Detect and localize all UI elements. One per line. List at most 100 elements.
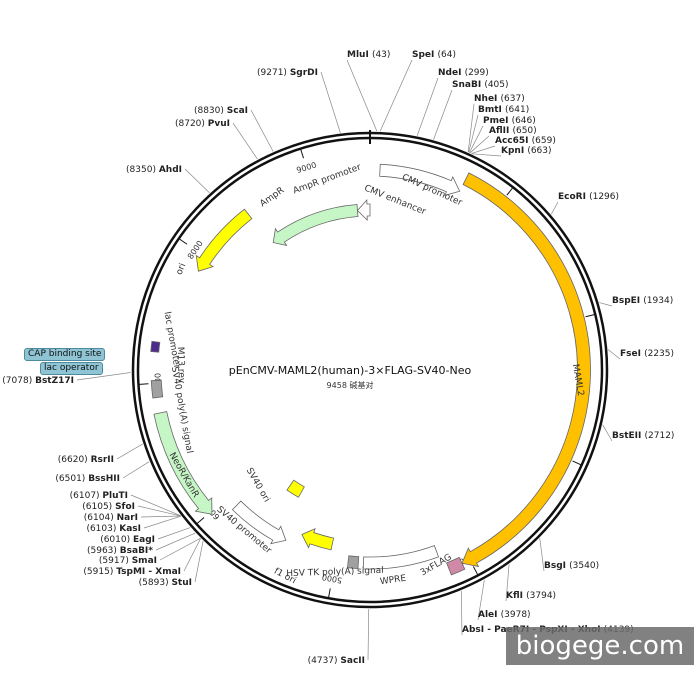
site-leader bbox=[607, 349, 621, 360]
plasmid-length: 9458 碱基对 bbox=[326, 381, 374, 390]
site-leader bbox=[539, 538, 545, 572]
feature-3xflag bbox=[446, 556, 466, 576]
tick-mark bbox=[196, 517, 205, 524]
site-leader bbox=[346, 59, 378, 132]
site-label: (5893) StuI bbox=[139, 578, 192, 588]
site-label: BsgI (3540) bbox=[544, 561, 599, 571]
site-label: MluI (43) bbox=[347, 50, 390, 60]
feature-label: AmpR bbox=[258, 186, 286, 210]
site-label: (6620) RsrII bbox=[58, 455, 114, 465]
site-leader bbox=[143, 515, 182, 529]
site-leader bbox=[155, 532, 196, 551]
site-label: (6103) KasI bbox=[86, 524, 141, 534]
feature-sv40-poly-a-signal bbox=[150, 379, 164, 399]
site-leader bbox=[367, 608, 370, 661]
tick-label: 5000 bbox=[321, 572, 343, 585]
site-leader bbox=[602, 424, 613, 442]
feature-wpre bbox=[362, 545, 440, 570]
site-leader bbox=[550, 201, 559, 215]
tick-mark bbox=[139, 383, 149, 385]
site-leader bbox=[159, 538, 201, 561]
site-label: FseI (2235) bbox=[620, 349, 674, 359]
feature-label: M13 rev bbox=[175, 347, 186, 384]
site-leader bbox=[471, 145, 496, 154]
tick-mark bbox=[585, 314, 595, 318]
site-label: BmtI (641) bbox=[478, 105, 529, 115]
site-label: (6501) BssHII bbox=[55, 474, 120, 484]
site-label: (8720) PvuI bbox=[175, 119, 230, 129]
site-leader bbox=[460, 590, 463, 636]
site-label: KpnI (663) bbox=[501, 146, 552, 156]
feature-m13-rev bbox=[150, 340, 161, 353]
feature-label: ori bbox=[175, 262, 189, 277]
tick-mark bbox=[472, 566, 478, 575]
tick-mark bbox=[328, 588, 331, 598]
site-label: AleI (3978) bbox=[478, 610, 531, 620]
feature-f1-ori bbox=[301, 528, 335, 551]
site-label: SnaBI (405) bbox=[452, 80, 509, 90]
site-leader bbox=[320, 71, 341, 133]
tag-cap-binding-site: CAP binding site bbox=[24, 348, 106, 361]
site-leader bbox=[477, 579, 485, 621]
site-leader bbox=[183, 538, 201, 572]
site-label: KflI (3794) bbox=[506, 591, 556, 601]
site-label: (9271) SgrDI bbox=[257, 68, 318, 78]
site-leader bbox=[232, 122, 258, 160]
site-leader bbox=[599, 302, 613, 307]
plasmid-name: pEnCMV-MAML2(human)-3×FLAG-SV40-Neo bbox=[228, 364, 472, 377]
site-leader bbox=[416, 77, 439, 136]
site-label: (6104) NarI bbox=[84, 513, 138, 523]
site-label: BspEI (1934) bbox=[612, 296, 673, 306]
site-label: (8830) ScaI bbox=[194, 106, 248, 116]
feature-sv40-promoter bbox=[231, 500, 287, 545]
feature-hsv-tk-poly-a-signal bbox=[346, 555, 360, 570]
tick-label: 9000 bbox=[295, 160, 317, 175]
site-leader bbox=[379, 59, 413, 132]
tick-mark bbox=[300, 149, 304, 159]
site-label: (5963) BsaBI* bbox=[87, 546, 153, 556]
feature-neor-kanr bbox=[153, 411, 213, 515]
feature-ori bbox=[195, 208, 253, 272]
feature-label: WPRE bbox=[379, 574, 407, 588]
site-leader bbox=[116, 443, 143, 460]
watermark-background bbox=[506, 627, 694, 665]
site-leader bbox=[137, 505, 181, 517]
site-leader bbox=[505, 564, 510, 602]
tick-mark bbox=[179, 238, 188, 245]
site-leader bbox=[250, 109, 274, 152]
tag-lac-operator: lac operator bbox=[40, 362, 103, 375]
site-label: (5915) TspMI - XmaI bbox=[83, 567, 181, 577]
feature-ampr bbox=[272, 204, 359, 246]
site-leader bbox=[122, 461, 150, 479]
site-label: Acc65I (659) bbox=[495, 136, 556, 146]
feature-sv40-ori bbox=[286, 479, 305, 498]
site-label: (5917) SmaI bbox=[99, 556, 157, 566]
site-leader bbox=[433, 89, 453, 140]
site-label: (6107) PluTI bbox=[70, 491, 128, 501]
site-leader bbox=[76, 372, 132, 381]
site-label: SpeI (64) bbox=[412, 50, 456, 60]
site-label: AflII (650) bbox=[489, 126, 537, 136]
site-label: NdeI (299) bbox=[438, 68, 489, 78]
site-leader bbox=[130, 494, 181, 516]
site-label: (8350) AhdI bbox=[126, 165, 182, 175]
site-leader bbox=[468, 114, 479, 153]
tick-mark bbox=[506, 187, 513, 196]
site-leader bbox=[467, 103, 475, 153]
site-label: (7078) BstZ17I bbox=[2, 376, 74, 386]
site-label: (6010) EagI bbox=[100, 535, 155, 545]
site-label: (6105) SfoI bbox=[82, 502, 135, 512]
site-label: NheI (637) bbox=[474, 94, 525, 104]
site-label: PmeI (646) bbox=[483, 116, 536, 126]
feature-cmv-enhancer bbox=[379, 163, 461, 196]
site-leader bbox=[469, 125, 484, 153]
feature-label: lac promoter bbox=[162, 311, 182, 370]
site-leader bbox=[194, 540, 204, 583]
feature-label: SV40 ori bbox=[244, 466, 272, 504]
site-label: (4737) SacII bbox=[308, 656, 365, 666]
site-leader bbox=[140, 515, 181, 518]
site-leader bbox=[184, 168, 210, 194]
site-label: BstEII (2712) bbox=[612, 431, 674, 441]
feature-ampr-promoter bbox=[356, 199, 371, 221]
site-label: EcoRI (1296) bbox=[558, 192, 619, 202]
